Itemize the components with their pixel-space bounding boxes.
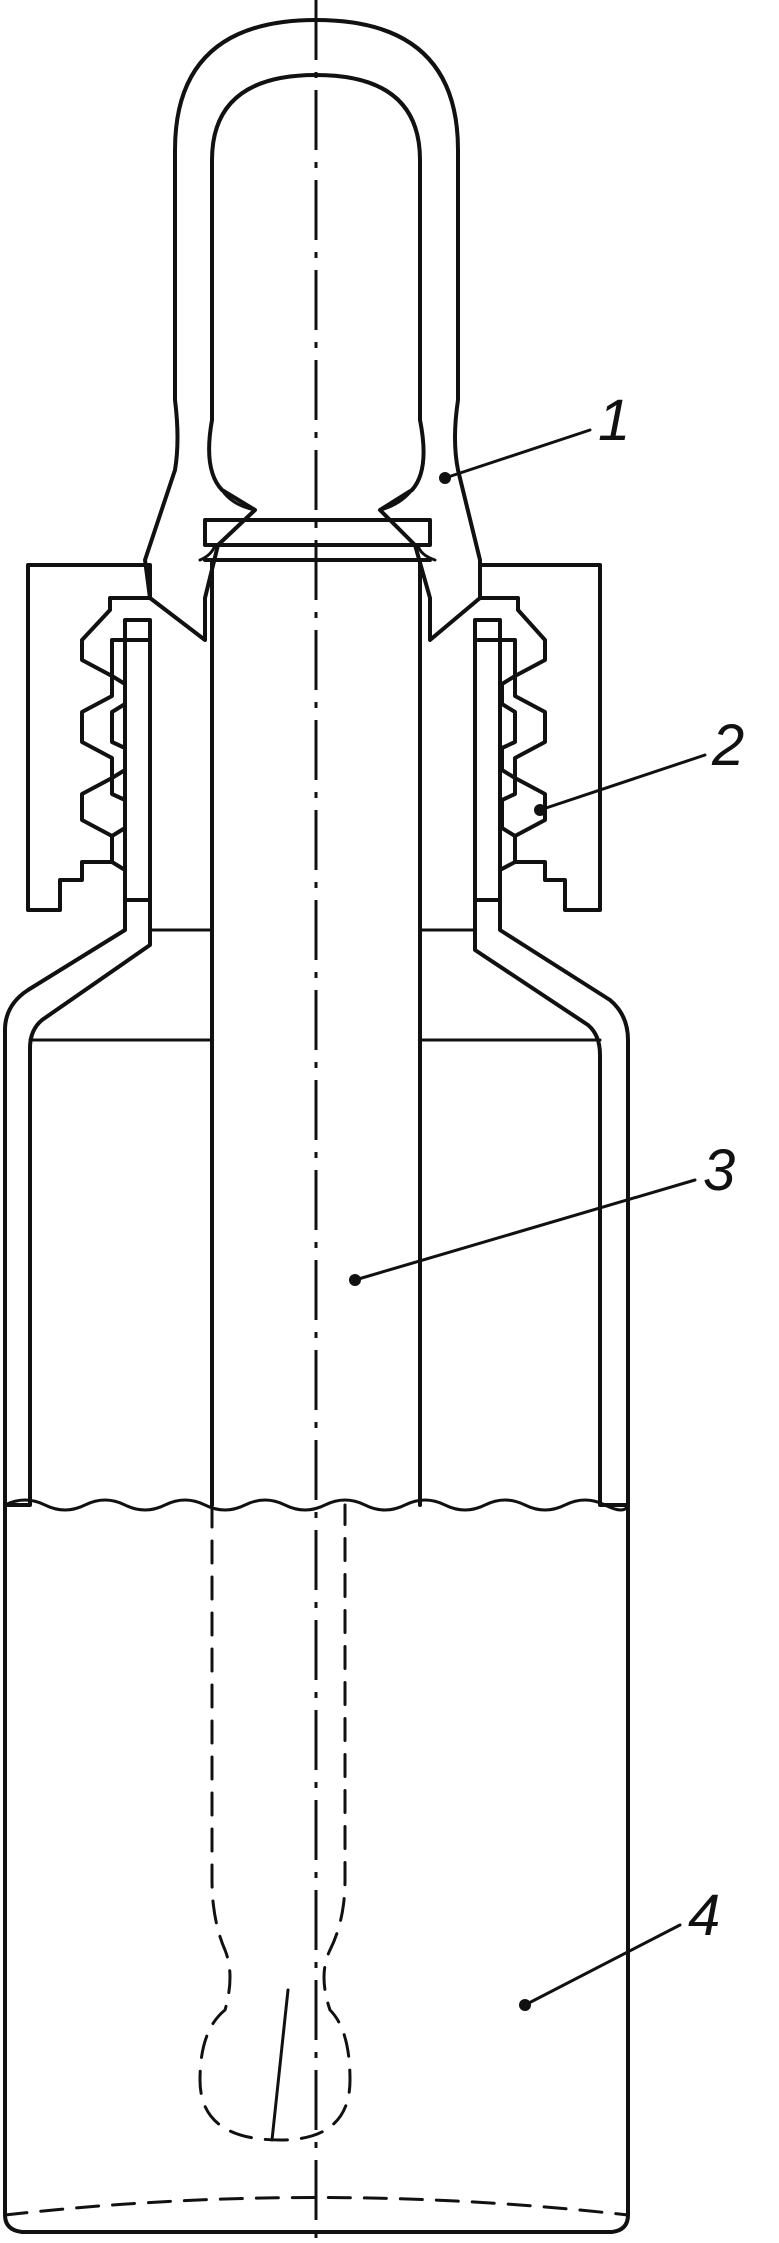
- label-part-2: 2: [711, 713, 744, 778]
- liquid-surface: [3, 1498, 630, 1512]
- leader-lines: [349, 428, 707, 2011]
- rubber-bulb: [143, 18, 482, 642]
- bottle-right-wall: [473, 618, 630, 1507]
- screw-cap: [26, 563, 602, 912]
- cap-left-wall: [26, 563, 152, 912]
- label-part-4: 4: [688, 1883, 720, 1948]
- bulb-body: [143, 18, 482, 642]
- glass-pipette: [198, 518, 437, 2142]
- label-part-1: 1: [598, 388, 630, 453]
- label-part-3: 3: [703, 1138, 735, 1203]
